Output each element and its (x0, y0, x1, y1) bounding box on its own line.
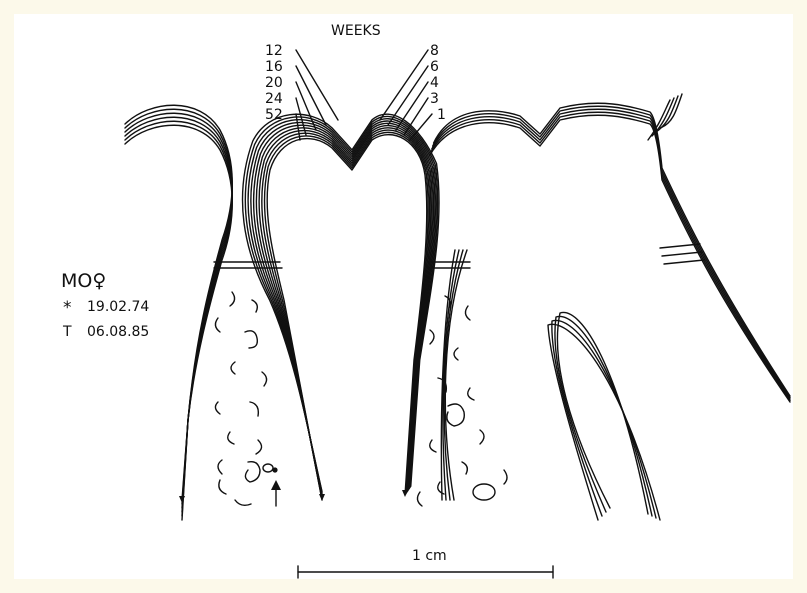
treatment-symbol: T (63, 325, 72, 339)
root-tip-arrow (319, 494, 325, 501)
root-tip-arrow (402, 490, 408, 497)
leader-line-left (296, 114, 300, 140)
right-molar-growth-line (432, 109, 790, 399)
bone-crest-line (664, 260, 704, 264)
trabecula-oval (473, 484, 495, 500)
bone-crest-line (662, 252, 702, 256)
right-molar-growth-line (431, 112, 790, 400)
week-label-12: 12 (265, 44, 283, 58)
treatment-date: 06.08.85 (87, 325, 149, 339)
week-label-52: 52 (265, 108, 283, 122)
week-label-24: 24 (265, 92, 283, 106)
molar-root-fork-line (555, 316, 652, 516)
trabecula-oval-small (263, 464, 273, 472)
molar-root-fork-line (557, 312, 648, 514)
growth-lines (125, 94, 790, 520)
central-tooth-growth-line (264, 132, 428, 499)
scale-bar (298, 566, 553, 578)
week-label-8: 8 (430, 44, 439, 58)
tooth-drawing (14, 14, 793, 579)
figure-title: WEEKS (331, 24, 381, 38)
week-label-4: 4 (430, 76, 439, 90)
birth-symbol: * (63, 301, 72, 315)
left-neighbor-growth-line (125, 121, 232, 516)
molar-root-line (444, 250, 463, 500)
birth-date: 19.02.74 (87, 300, 149, 314)
week-label-3: 3 (430, 92, 439, 106)
leader-line-left (296, 50, 338, 120)
right-molar-growth-line (430, 115, 790, 402)
right-molar-growth-line (434, 103, 790, 396)
scale-bar-label: 1 cm (412, 549, 447, 563)
central-tooth-growth-line (267, 135, 427, 500)
molar-cusp-line (660, 94, 682, 128)
root-tip-arrows (179, 490, 408, 503)
week-label-20: 20 (265, 76, 283, 90)
right-molar-growth-line (433, 106, 790, 397)
leader-line-right (388, 66, 428, 125)
bone-marrow-spaces (215, 292, 507, 506)
week-label-16: 16 (265, 60, 283, 74)
week-label-1: 1 (437, 108, 446, 122)
arrow-marker (271, 467, 281, 506)
patient-code: MO♀ (61, 271, 106, 291)
week-label-6: 6 (430, 60, 439, 74)
root-tip-arrow (179, 496, 185, 503)
tooth-growth-figure (14, 14, 793, 579)
